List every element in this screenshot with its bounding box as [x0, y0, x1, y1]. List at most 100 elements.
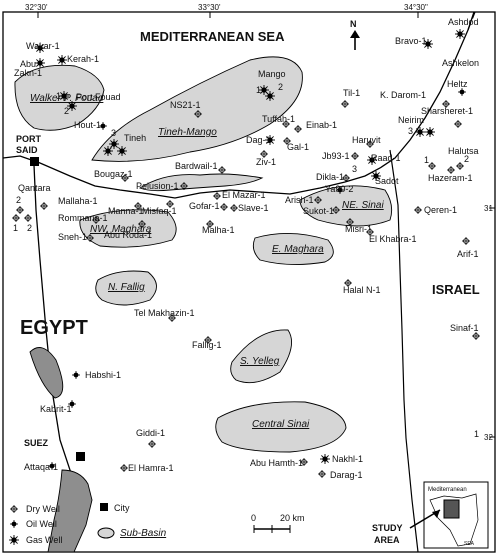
- legend-gas-label: Gas Well: [26, 535, 62, 545]
- legend-city-label: City: [114, 503, 130, 513]
- well-jb93-1: [350, 151, 360, 161]
- suez-label: SUEZ: [24, 438, 49, 448]
- well-label-ashkelon: Ashkelon: [442, 58, 479, 68]
- map-frame: [2, 11, 496, 553]
- well-label-qantara: Qantara: [18, 183, 51, 193]
- lon-label-3330: 33°30': [198, 3, 221, 12]
- well-label-el-khabra-1: El Khabra-1: [369, 234, 417, 244]
- well-label-el-mazar-1: El Mazar-1: [222, 190, 266, 200]
- well-label-haruvit: Haruvit: [352, 135, 381, 145]
- well-heltz: [457, 87, 467, 97]
- israel-label: ISRAEL: [432, 282, 480, 297]
- scale-zero: 0: [251, 513, 256, 523]
- well-el-mazar-1: [212, 191, 222, 201]
- well-label-sukot-1: Sukot-1: [303, 206, 334, 216]
- scale-km: 20 km: [280, 513, 305, 523]
- well-label-bardwail-1: Bardwail-1: [175, 161, 218, 171]
- well-num-qantara-2: 2: [27, 223, 32, 233]
- well-num-pf-1: 1: [56, 91, 61, 101]
- north-arrow: N: [350, 19, 360, 50]
- well-darag-1: [317, 469, 327, 479]
- well-label-jb93-1: Jb93-1: [322, 151, 350, 161]
- lat-label-31: 31: [484, 204, 493, 213]
- lon-label-3430: 34°30": [404, 3, 428, 12]
- well-sinaf-1: [471, 331, 481, 341]
- well-label-hazeram-1: Hazeram-1: [428, 173, 473, 183]
- legend-gas-symbol: [8, 534, 20, 546]
- well-label-halal-n-1: Halal N-1: [343, 285, 381, 295]
- well-sharsheret-1: [453, 119, 463, 129]
- well-label-pelusion-1: Pelusion-1: [136, 181, 179, 191]
- well-label-mango: Mango: [258, 69, 286, 79]
- gulf-of-suez: [47, 469, 93, 553]
- well-num-qantara-1: 1: [13, 223, 18, 233]
- legend-dry-symbol: [9, 504, 19, 514]
- well-ashdod: [454, 28, 466, 40]
- well-label-sneh-1: Sneh-1: [58, 232, 87, 242]
- well-label-wakar-1: Wakar-1: [26, 41, 60, 51]
- well-arif-1-marker: [461, 236, 471, 246]
- basin-label-nw-maghara: NW. Maghara: [90, 224, 152, 235]
- well-label-bravo-1: Bravo-1: [395, 36, 427, 46]
- well-num-neirim-2: 3: [408, 126, 413, 136]
- well-bardwail-1: [217, 165, 227, 175]
- well-label-abu: Abu: [20, 59, 36, 69]
- well-til-1: [340, 99, 350, 109]
- scale-bar: 0 20 km: [251, 513, 305, 533]
- well-label-habshi-1: Habshi-1: [85, 370, 121, 380]
- well-halutsa-2: [455, 161, 465, 171]
- well-label-heltz: Heltz: [447, 79, 468, 89]
- wells: Wakar-1 Kerah-1 Abu Zakn-1 1 2 Port Foua…: [11, 17, 481, 480]
- well-label-kabrit-1: Kabrit-1: [40, 404, 72, 414]
- well-neirim-2: [414, 126, 426, 138]
- inset-map: Mediterranean SEA STUDY AREA: [372, 481, 489, 549]
- coastline: [2, 11, 475, 199]
- well-tineh-2: [116, 145, 128, 157]
- well-mango-1: [264, 90, 276, 102]
- well-num-halutsa-2: 2: [464, 154, 469, 164]
- well-label-el-hamra-1: El Hamra-1: [128, 463, 174, 473]
- lon-label-3230: 32°30': [25, 3, 48, 12]
- basin-n-fallig: [95, 270, 157, 306]
- legend-city-symbol: [100, 503, 108, 511]
- well-gofar-1: [219, 202, 229, 212]
- port-said-label-2: SAID: [16, 145, 38, 155]
- well-label-ashdod: Ashdod: [448, 17, 479, 27]
- basin-label-ne-sinai: NE. Sinai: [342, 200, 384, 211]
- well-label-giddi-1: Giddi-1: [136, 428, 165, 438]
- basin-label-s-yelleg: S. Yelleg: [240, 356, 280, 367]
- sub-basins: [14, 56, 393, 453]
- well-num-mango-3: 1: [256, 85, 261, 95]
- sinai-border: [389, 149, 419, 553]
- basin-s-yelleg: [230, 329, 293, 384]
- well-qantara-1: [11, 213, 21, 223]
- well-abu-zakn-1: [34, 57, 46, 69]
- well-label-gofar-1: Gofar-1: [189, 201, 220, 211]
- legend-dry-label: Dry Well: [26, 504, 60, 514]
- well-label-ns21-1: NS21-1: [170, 100, 201, 110]
- bardawil-lagoon: [139, 173, 264, 192]
- well-label-misfaq-1: Misfaq-1: [142, 206, 177, 216]
- graticule: 32°30' 33°30' 34°30" 31 32: [25, 3, 495, 442]
- well-el-hamra-1: [119, 463, 129, 473]
- well-label-kerah-1: Kerah-1: [67, 54, 99, 64]
- well-label-malha-1: Malha-1: [202, 225, 235, 235]
- well-num-pf-2: 2: [64, 106, 69, 116]
- well-label-rommana-1: Rommana-1: [58, 213, 108, 223]
- well-num-tineh-3: 3: [111, 128, 116, 138]
- well-label-ziv-1: Ziv-1: [256, 157, 276, 167]
- well-label-til-1: Til-1: [343, 88, 360, 98]
- basin-walker-pfouad: [14, 64, 105, 131]
- well-label-misri-1: Misri-1: [345, 224, 372, 234]
- egypt-label: EGYPT: [20, 317, 88, 339]
- well-label-abu-hamth-1: Abu Hamth-1: [250, 458, 303, 468]
- lat-label-32: 32: [484, 433, 493, 442]
- well-label-raad-1: Raad-1: [371, 153, 401, 163]
- well-label-gal-1: Gal-1: [287, 142, 309, 152]
- well-neirim-1: [424, 126, 436, 138]
- study-area-label-2: AREA: [374, 535, 400, 545]
- well-num-qantara-3: 2: [16, 195, 21, 205]
- well-label-qeren-1: Qeren-1: [424, 205, 457, 215]
- inset-sea: SEA: [464, 541, 475, 547]
